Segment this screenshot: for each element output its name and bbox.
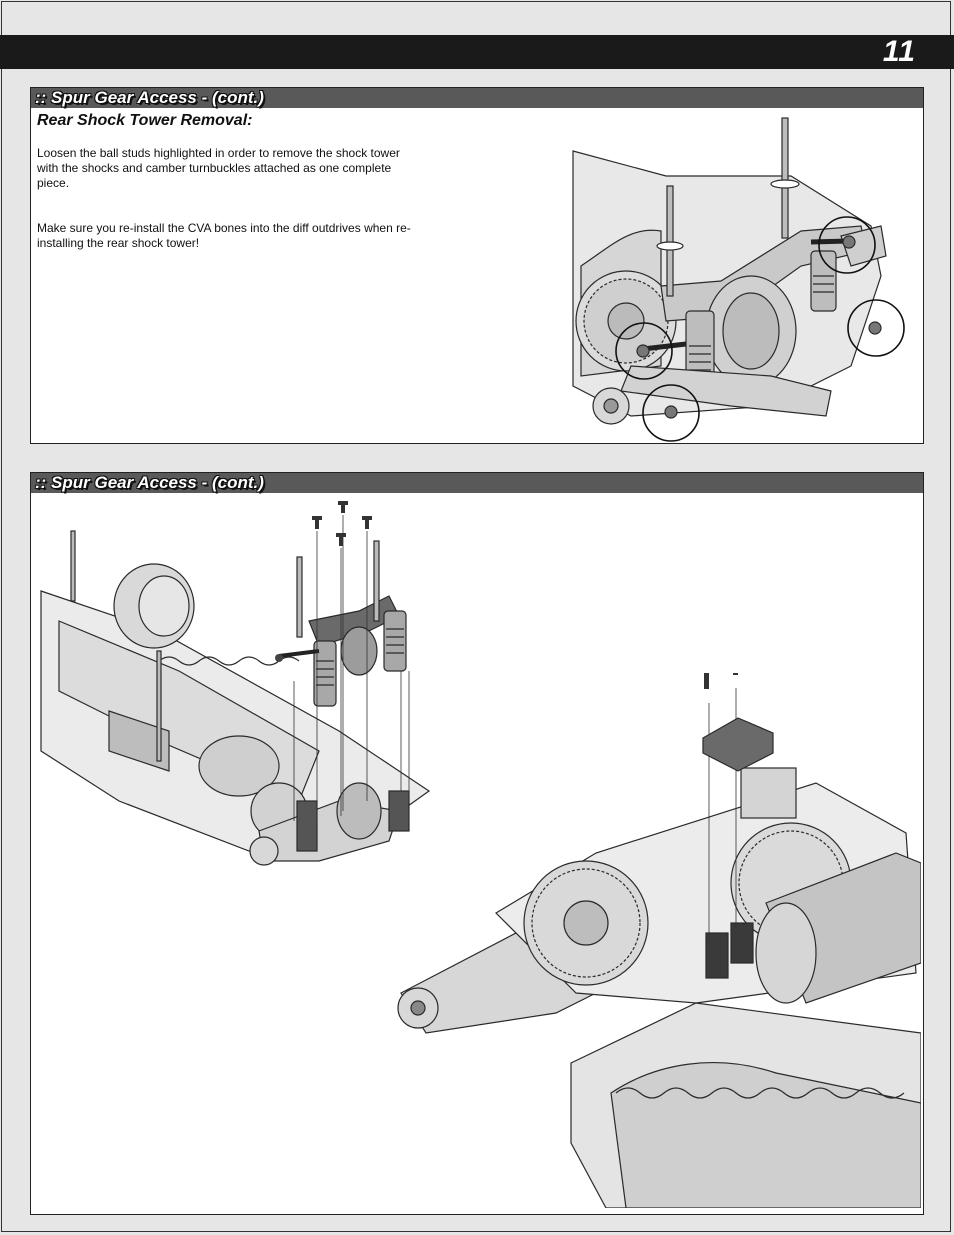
section-header: :: Spur Gear Access - (cont.)	[31, 473, 923, 493]
section-rear-shock-tower: :: Spur Gear Access - (cont.) Rear Shock…	[30, 87, 924, 444]
section-subtitle: Rear Shock Tower Removal:	[37, 112, 253, 129]
section-header: :: Spur Gear Access - (cont.)	[31, 88, 923, 108]
rear-shock-tower-illustration	[572, 117, 905, 442]
instruction-paragraph: Loosen the ball studs highlighted in ord…	[37, 146, 400, 190]
spur-gear-closeup-illustration	[397, 673, 921, 1208]
section-title: :: Spur Gear Access - (cont.)	[35, 88, 264, 107]
section-title: :: Spur Gear Access - (cont.)	[35, 473, 264, 492]
section-spur-gear-access: :: Spur Gear Access - (cont.)	[30, 472, 924, 1215]
exploded-shock-tower-illustration	[40, 501, 431, 866]
instruction-paragraph: Make sure you re-install the CVA bones i…	[37, 221, 411, 250]
page-header-bar: 11	[0, 35, 954, 69]
page-number: 11	[882, 35, 916, 68]
